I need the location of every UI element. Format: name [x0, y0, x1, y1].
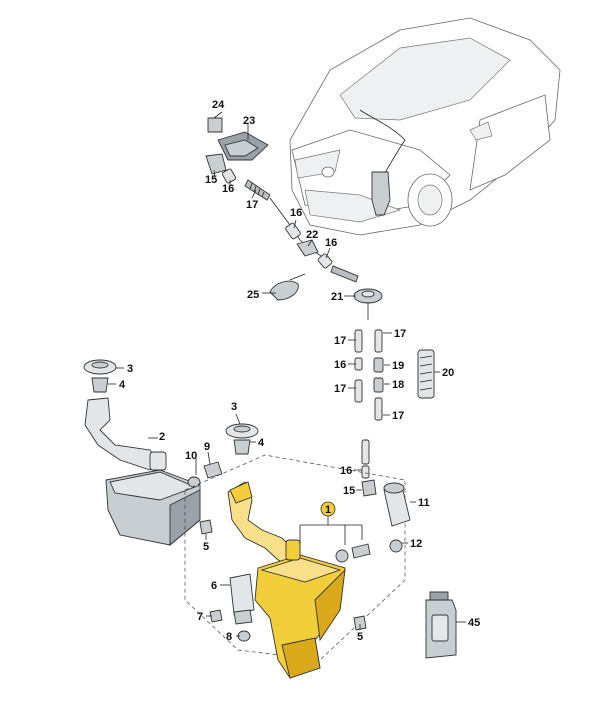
part-3-cap-left [83, 359, 117, 375]
callout-25: 25 [247, 289, 259, 301]
callout-10: 10 [185, 450, 197, 462]
part-16-hose-piece-top [221, 168, 237, 184]
callout-11: 11 [418, 497, 430, 509]
callout-22: 22 [306, 229, 318, 241]
callout-4-left: 4 [119, 379, 126, 391]
callout-16-low: 16 [340, 465, 352, 477]
part-3-cap-right [225, 423, 259, 439]
leader-lines [108, 111, 466, 637]
callout-17-left-b: 17 [334, 383, 346, 395]
part-9-sensor [203, 461, 223, 479]
callout-16-top: 16 [222, 183, 234, 195]
callout-4-right: 4 [258, 437, 265, 449]
callout-15-top: 15 [205, 174, 217, 186]
callout-1: 1 [325, 504, 331, 516]
part-17-hose-spiral-mid [330, 265, 359, 283]
callout-5-left: 5 [203, 541, 209, 553]
callout-17-right-a: 17 [394, 328, 406, 340]
callout-45: 45 [468, 617, 480, 629]
callout-2: 2 [159, 431, 165, 443]
callout-9: 9 [204, 441, 210, 453]
part-25-cable-tie [269, 273, 306, 301]
part-15-connector-top [205, 153, 227, 175]
part-23-connector-housing [217, 131, 269, 161]
part-4-seal-left [91, 377, 109, 393]
callout-5-right: 5 [357, 631, 363, 643]
callout-18: 18 [392, 379, 404, 391]
part-2-reservoir-grey [84, 397, 201, 546]
callout-20: 20 [442, 367, 454, 379]
part-21-grommet [353, 288, 383, 304]
part-20-insulation-sleeve [417, 349, 435, 399]
callout-17-right-b: 17 [392, 410, 404, 422]
callout-24: 24 [212, 99, 225, 111]
part-6-washer-pump [229, 573, 255, 625]
part-17-hose-spiral-top [244, 179, 271, 201]
part-1-reservoir-highlighted [227, 481, 346, 679]
callout-17-top: 17 [246, 199, 258, 211]
car-front-illustration [289, 17, 561, 236]
part-5-bolt-right [353, 615, 367, 631]
callout-3-left: 3 [127, 363, 133, 375]
part-5-bolt-left [199, 519, 213, 535]
part-16-hose-piece-mid [317, 253, 333, 269]
callout-23: 23 [243, 115, 255, 127]
callout-labels: 24 23 15 16 17 16 22 16 25 21 17 16 17 1… [119, 99, 480, 643]
callout-17-left-a: 17 [334, 335, 346, 347]
part-10-grommet [187, 476, 201, 488]
callout-16-right: 16 [325, 237, 337, 249]
callout-21: 21 [331, 291, 343, 303]
part-22-t-piece [296, 239, 319, 257]
part-24-clip [207, 117, 223, 133]
part-1-pump-seal [335, 543, 371, 563]
vertical-hose-set [354, 302, 384, 497]
callout-19: 19 [392, 360, 404, 372]
callout-15-low: 15 [343, 485, 355, 497]
callout-1-bracket: 1 [299, 501, 363, 545]
callout-12: 12 [410, 538, 422, 550]
callout-6: 6 [211, 580, 217, 592]
callout-3-right: 3 [231, 401, 237, 413]
part-12-grommet [389, 539, 403, 553]
callout-16-mid: 16 [290, 207, 302, 219]
part-7-clip [209, 609, 223, 623]
callout-7: 7 [197, 611, 203, 623]
part-4-seal-right [233, 439, 251, 455]
part-11-washer-pump [383, 482, 411, 527]
callout-16-left: 16 [334, 359, 346, 371]
part-45-fluid-bottle [425, 591, 457, 659]
callout-8: 8 [226, 631, 232, 643]
